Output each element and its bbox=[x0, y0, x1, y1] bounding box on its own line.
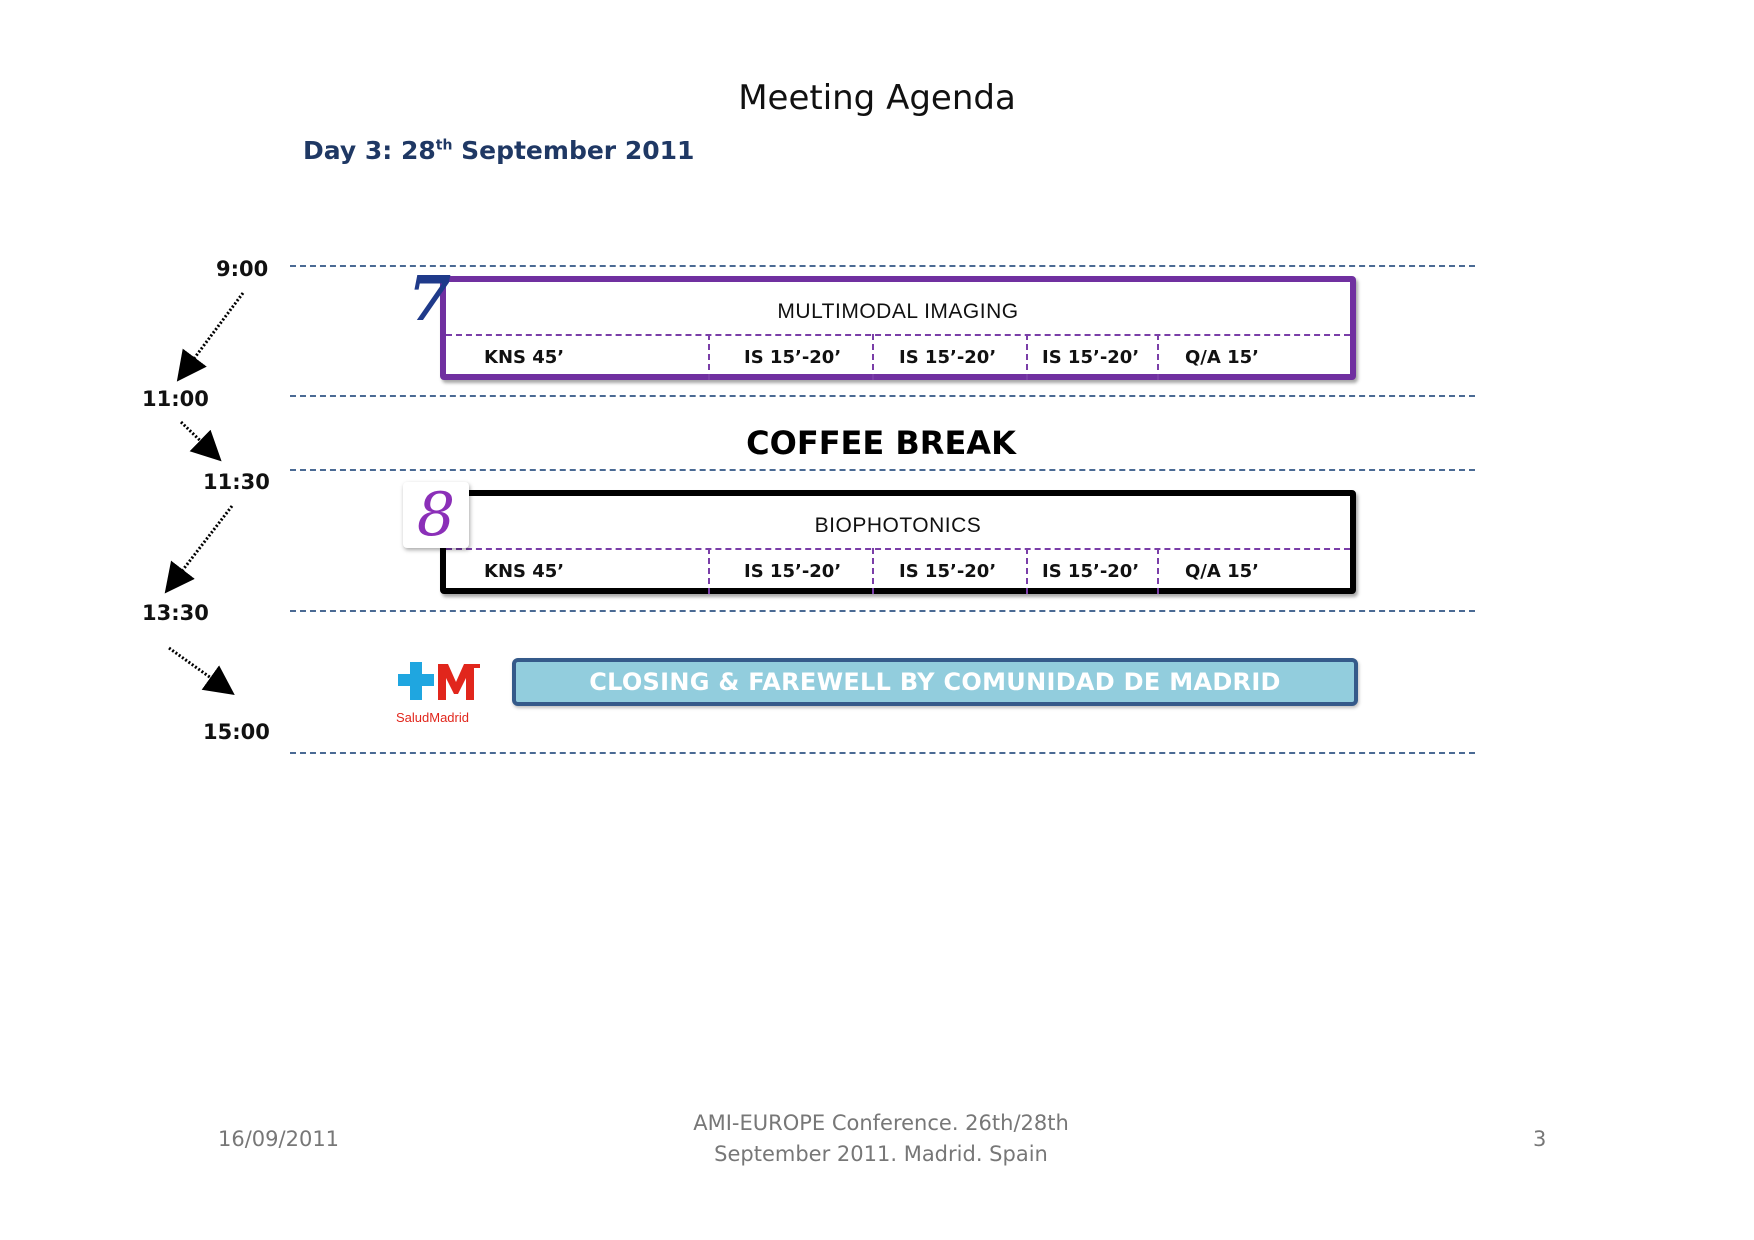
time-label: 11:30 bbox=[203, 470, 270, 494]
slot-is-2: IS 15’-20’ bbox=[899, 560, 997, 582]
day-heading: Day 3: 28th September 2011 bbox=[303, 136, 695, 165]
timeline-divider bbox=[290, 752, 1475, 754]
page-number: 3 bbox=[1533, 1127, 1547, 1151]
session-divider bbox=[446, 334, 1350, 336]
session-title: BIOPHOTONICS bbox=[814, 514, 982, 537]
badge-number: 8 bbox=[416, 480, 456, 550]
session-biophotonics: BIOPHOTONICS KNS 45’ IS 15’-20’ IS 15’-2… bbox=[440, 490, 1356, 594]
footer-conference: AMI-EUROPE Conference. 26th/28th Septemb… bbox=[0, 1108, 1754, 1170]
badge-number: 7 bbox=[408, 262, 452, 335]
arrow-icon bbox=[164, 505, 234, 594]
session-badge-8: 8 bbox=[403, 482, 469, 548]
timeline-divider bbox=[290, 469, 1475, 471]
page-title: Meeting Agenda bbox=[738, 78, 1016, 118]
slot-is-3: IS 15’-20’ bbox=[1042, 560, 1140, 582]
slot-separator bbox=[708, 548, 710, 594]
session-divider bbox=[446, 548, 1350, 550]
footer-conference-line2: September 2011. Madrid. Spain bbox=[714, 1142, 1048, 1166]
salud-madrid-logo-text: SaludMadrid bbox=[396, 710, 469, 725]
slot-is-3: IS 15’-20’ bbox=[1042, 346, 1140, 368]
arrow-icon bbox=[168, 646, 235, 695]
slot-is-1: IS 15’-20’ bbox=[744, 560, 842, 582]
slot-qa: Q/A 15’ bbox=[1185, 560, 1259, 582]
timeline-divider bbox=[290, 265, 1475, 267]
time-label: 9:00 bbox=[216, 257, 269, 281]
slot-qa: Q/A 15’ bbox=[1185, 346, 1259, 368]
slot-kns: KNS 45’ bbox=[484, 560, 565, 582]
timeline-divider bbox=[290, 395, 1475, 397]
closing-farewell-bar: CLOSING & FAREWELL BY COMUNIDAD DE MADRI… bbox=[512, 658, 1358, 706]
slot-separator bbox=[1026, 548, 1028, 594]
footer-date: 16/09/2011 bbox=[218, 1127, 340, 1151]
slot-separator bbox=[1157, 548, 1159, 594]
slot-separator bbox=[708, 334, 710, 380]
slot-is-1: IS 15’-20’ bbox=[744, 346, 842, 368]
slot-separator bbox=[1157, 334, 1159, 380]
salud-madrid-logo: SaludMadrid bbox=[396, 660, 488, 725]
slot-separator bbox=[872, 334, 874, 380]
session-badge-7: 7 bbox=[408, 268, 458, 330]
session-multimodal-imaging: MULTIMODAL IMAGING KNS 45’ IS 15’-20’ IS… bbox=[440, 276, 1356, 380]
slot-separator bbox=[872, 548, 874, 594]
time-label: 15:00 bbox=[203, 720, 270, 744]
footer-conference-line1: AMI-EUROPE Conference. 26th/28th bbox=[693, 1111, 1069, 1135]
slot-separator bbox=[1026, 334, 1028, 380]
arrow-icon bbox=[176, 292, 245, 382]
slot-is-2: IS 15’-20’ bbox=[899, 346, 997, 368]
salud-madrid-logo-icon bbox=[398, 662, 480, 700]
coffee-break-label: COFFEE BREAK bbox=[746, 424, 1016, 462]
time-label: 13:30 bbox=[142, 601, 209, 625]
time-label: 11:00 bbox=[142, 387, 209, 411]
timeline-divider bbox=[290, 610, 1475, 612]
arrow-icon bbox=[179, 420, 222, 462]
session-title: MULTIMODAL IMAGING bbox=[777, 300, 1019, 323]
slot-kns: KNS 45’ bbox=[484, 346, 565, 368]
